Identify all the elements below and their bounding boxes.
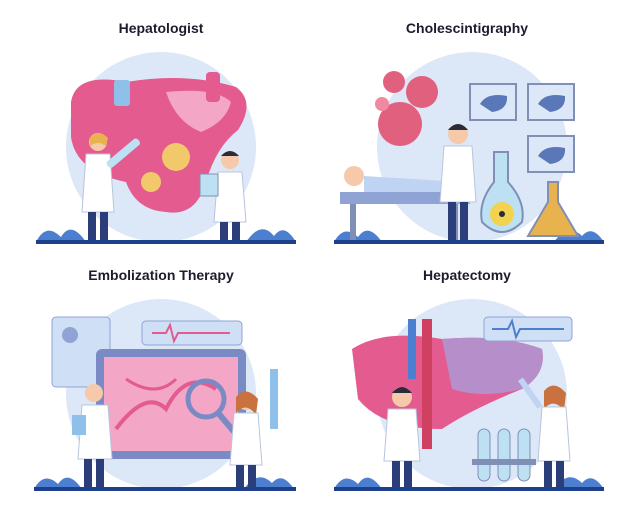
monitor-screen bbox=[104, 357, 238, 451]
ground-line bbox=[334, 487, 604, 491]
bush-left bbox=[36, 229, 86, 242]
liver-resected-part bbox=[442, 337, 543, 394]
bush-left bbox=[334, 230, 382, 242]
panel-cholescintigraphy: Cholescintigraphy bbox=[322, 18, 612, 248]
doctor-hair bbox=[448, 124, 468, 130]
syringe-icon bbox=[106, 138, 140, 168]
panel-title-cholescintigraphy: Cholescintigraphy bbox=[405, 20, 529, 36]
doctor-leg-2 bbox=[100, 212, 108, 240]
doctor-leg-right-2 bbox=[556, 461, 564, 487]
panel-hepatologist: Hepatologist bbox=[16, 18, 306, 248]
bed-leg bbox=[350, 204, 356, 240]
scene-hepatologist bbox=[16, 42, 306, 248]
scene-hepatectomy bbox=[322, 289, 612, 495]
clipboard-icon bbox=[199, 173, 219, 197]
doctor-coat bbox=[77, 404, 113, 460]
duct-icon bbox=[114, 80, 130, 106]
magnifier-icon bbox=[185, 378, 227, 420]
panel-hepatectomy: Hepatectomy bbox=[322, 265, 612, 495]
heart-pulse-icon bbox=[492, 318, 564, 340]
doctor-hair bbox=[392, 387, 412, 393]
vessel-branch-2 bbox=[125, 377, 178, 391]
scan-frame-2 bbox=[527, 83, 575, 121]
scalpel-icon bbox=[518, 377, 543, 409]
test-tube-icon-3 bbox=[517, 428, 531, 482]
doctor-leg-right bbox=[544, 461, 552, 487]
doctor-leg-right-2 bbox=[248, 465, 256, 487]
doctor-coat-right bbox=[229, 412, 263, 466]
doctor-leg-2 bbox=[96, 459, 104, 487]
doctor-coat bbox=[383, 408, 421, 462]
doctor-coat bbox=[439, 145, 477, 203]
magnifier-handle bbox=[215, 411, 237, 434]
doctor-coat-right bbox=[537, 406, 571, 462]
doctor-hair-right bbox=[221, 151, 239, 156]
test-tube-icon-2 bbox=[497, 428, 511, 482]
doctor-hair-right bbox=[544, 385, 566, 411]
scene-embolization-therapy bbox=[16, 289, 306, 495]
virus-icon-4 bbox=[375, 97, 389, 111]
vessel-icon bbox=[206, 72, 220, 102]
virus-icon-2 bbox=[406, 76, 438, 108]
bush-right bbox=[554, 477, 604, 489]
patient-blanket bbox=[364, 176, 462, 192]
bush-left bbox=[34, 477, 82, 489]
doctor-leg-right bbox=[236, 465, 244, 487]
doctor-leg bbox=[84, 459, 92, 487]
vessel-icon bbox=[422, 319, 432, 449]
lesion-icon bbox=[162, 143, 190, 171]
doctor-coat-right bbox=[213, 171, 247, 223]
bed bbox=[340, 192, 470, 204]
panel-title-embolization-therapy: Embolization Therapy bbox=[88, 267, 234, 283]
doctor-head bbox=[85, 384, 103, 402]
headset-icon bbox=[62, 327, 78, 343]
test-tube-icon bbox=[477, 428, 491, 482]
panel-title-hepatectomy: Hepatectomy bbox=[423, 267, 511, 283]
virus-icon-3 bbox=[378, 102, 422, 146]
tube-rack bbox=[472, 459, 536, 465]
ground-line bbox=[36, 240, 296, 244]
bush-right bbox=[246, 229, 296, 242]
ground-line bbox=[34, 487, 296, 491]
scene-cholescintigraphy bbox=[322, 42, 612, 248]
panel-embolization-therapy: Embolization Therapy bbox=[16, 265, 306, 495]
doctor-hair bbox=[90, 133, 108, 146]
doctor-leg-right bbox=[220, 222, 228, 240]
iv-bottle-icon bbox=[270, 369, 278, 429]
patient-head bbox=[344, 166, 364, 186]
lesion-icon-2 bbox=[141, 172, 161, 192]
doctor-leg-2 bbox=[404, 461, 412, 487]
liver-scan-icon bbox=[480, 95, 508, 112]
bush-left bbox=[334, 477, 382, 489]
liver-scan-icon-2 bbox=[538, 95, 566, 112]
doctor-leg-right-2 bbox=[232, 222, 240, 240]
doctor-leg bbox=[448, 202, 456, 240]
doctor-leg bbox=[88, 212, 96, 240]
virus-icon bbox=[383, 71, 405, 93]
doctor-coat bbox=[81, 153, 115, 213]
doctor-hair-right bbox=[236, 391, 258, 415]
vein-icon bbox=[408, 319, 416, 379]
bush-right bbox=[244, 477, 294, 489]
ground-line bbox=[334, 240, 604, 244]
tablet-icon bbox=[72, 415, 86, 435]
heart-pulse-icon bbox=[152, 322, 230, 344]
liver-scan-icon-3 bbox=[538, 147, 566, 164]
doctor-leg bbox=[392, 461, 400, 487]
radiation-center bbox=[499, 211, 505, 217]
flask-icon-2 bbox=[526, 181, 580, 237]
doctor-leg-2 bbox=[460, 202, 468, 240]
panel-title-hepatologist: Hepatologist bbox=[118, 20, 204, 36]
